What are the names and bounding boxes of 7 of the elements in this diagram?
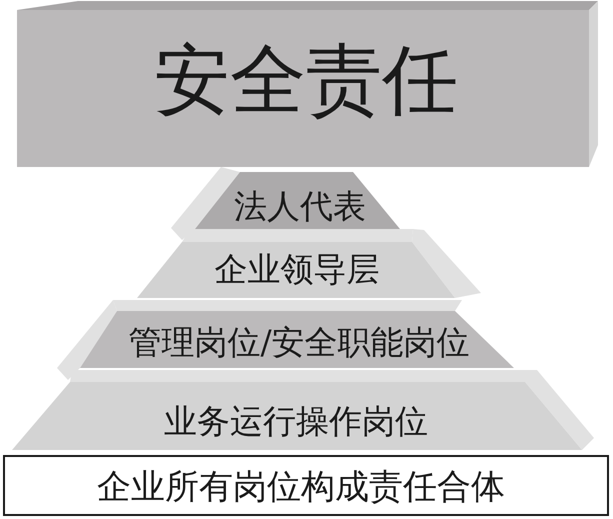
tier-text: 业务运行操作岗位 <box>164 404 428 438</box>
tier-text: 企业领导层 <box>214 252 380 286</box>
summary-box <box>3 455 609 516</box>
title-text: 安全责任 <box>154 42 458 118</box>
tier-text: 法人代表 <box>234 190 366 222</box>
tier-text: 管理岗位/安全职能岗位 <box>128 326 470 358</box>
summary-text: 企业所有岗位构成责任合体 <box>97 470 505 504</box>
